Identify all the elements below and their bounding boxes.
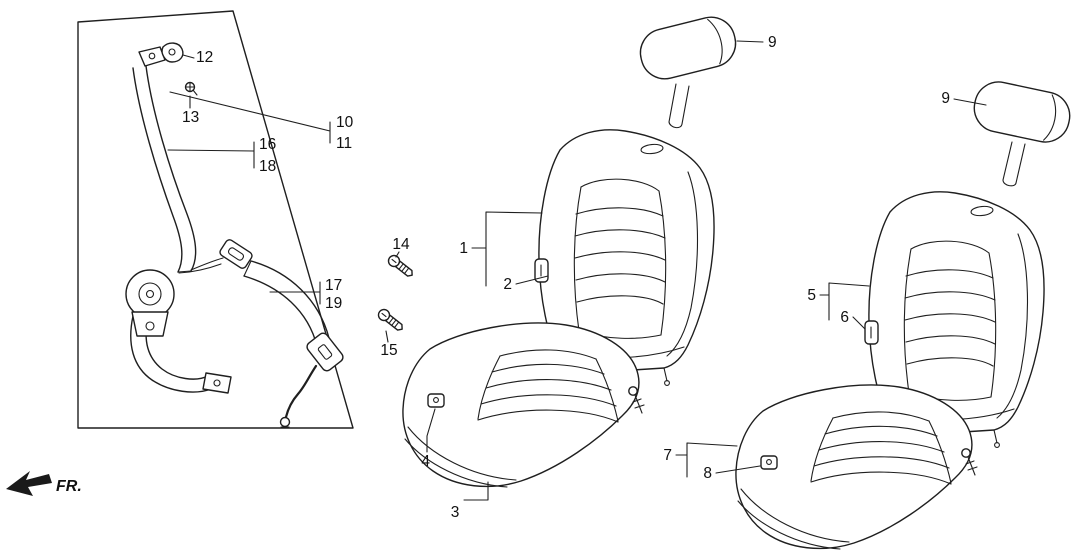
right-headrest xyxy=(969,76,1075,148)
callout-leader-lines xyxy=(167,40,987,501)
part-label-6: 6 xyxy=(840,309,849,326)
part-label-10: 10 xyxy=(336,114,354,131)
buckle-strap xyxy=(243,260,330,347)
leader-12 xyxy=(182,54,195,59)
leader-3 xyxy=(463,481,489,501)
leader-9-center xyxy=(736,40,764,43)
leader-16-18 xyxy=(167,141,255,169)
part-label-9-center: 9 xyxy=(768,34,777,51)
leader-10-11 xyxy=(169,91,331,144)
part-label-19: 19 xyxy=(325,295,342,312)
leader-2 xyxy=(515,275,549,285)
part-label-17: 17 xyxy=(325,277,342,294)
belt-buckle xyxy=(306,332,344,372)
seat-bolt-15 xyxy=(375,306,407,335)
seatbelt-boundary-outline xyxy=(77,10,354,429)
part-label-8: 8 xyxy=(703,465,712,482)
part-label-16: 16 xyxy=(259,136,276,153)
belt-clip-hole xyxy=(168,48,176,56)
right-seat xyxy=(735,76,1075,550)
fr-label: FR. xyxy=(56,478,82,495)
center-headrest-stem xyxy=(668,83,690,129)
belt-clip xyxy=(161,42,184,63)
center-seat xyxy=(402,11,742,488)
right-seat-cushion xyxy=(735,384,978,550)
part-label-7: 7 xyxy=(663,447,672,464)
part-label-9-right: 9 xyxy=(941,90,950,107)
part-label-1: 1 xyxy=(459,240,468,257)
leader-15 xyxy=(385,330,389,343)
belt-end-anchor-plate xyxy=(202,372,232,394)
seatbelt-assembly xyxy=(77,10,354,429)
buckle-connector xyxy=(279,416,291,428)
leader-9-right xyxy=(953,98,987,106)
leader-5 xyxy=(819,282,870,321)
leader-4 xyxy=(426,408,436,453)
leader-17-19 xyxy=(269,281,321,305)
belt-upper-anchor-plate xyxy=(138,46,166,67)
leader-7 xyxy=(675,442,738,478)
belt-upper-anchor-hole xyxy=(148,52,156,60)
part-label-12: 12 xyxy=(196,49,213,66)
center-headrest xyxy=(634,11,742,85)
part-label-14: 14 xyxy=(392,236,410,253)
part-label-4: 4 xyxy=(421,453,430,470)
leader-6 xyxy=(852,316,866,330)
leader-8 xyxy=(715,465,761,474)
buckle-cable xyxy=(284,364,318,419)
part-label-5: 5 xyxy=(807,287,816,304)
part-label-3: 3 xyxy=(451,504,460,521)
shoulder-belt-webbing xyxy=(132,65,224,274)
part-label-13: 13 xyxy=(182,109,199,126)
part-label-2: 2 xyxy=(503,276,512,293)
right-headrest-stem xyxy=(1002,141,1026,187)
seat-bolt-14 xyxy=(385,252,417,281)
belt-tongue-plate xyxy=(219,239,253,269)
part-label-18: 18 xyxy=(259,158,276,175)
part-label-11: 11 xyxy=(336,135,352,152)
belt-retractor xyxy=(125,269,175,337)
callout-labels: 1 2 3 4 5 6 7 8 9 9 10 11 12 13 14 15 16… xyxy=(182,34,950,521)
leader-14 xyxy=(395,251,400,258)
fr-direction-arrow-icon xyxy=(6,471,52,496)
belt-screw xyxy=(184,81,198,96)
fr-direction-indicator: FR. xyxy=(6,471,82,496)
part-label-15: 15 xyxy=(380,342,397,359)
leader-1 xyxy=(471,211,543,287)
center-seat-cushion xyxy=(402,322,645,488)
